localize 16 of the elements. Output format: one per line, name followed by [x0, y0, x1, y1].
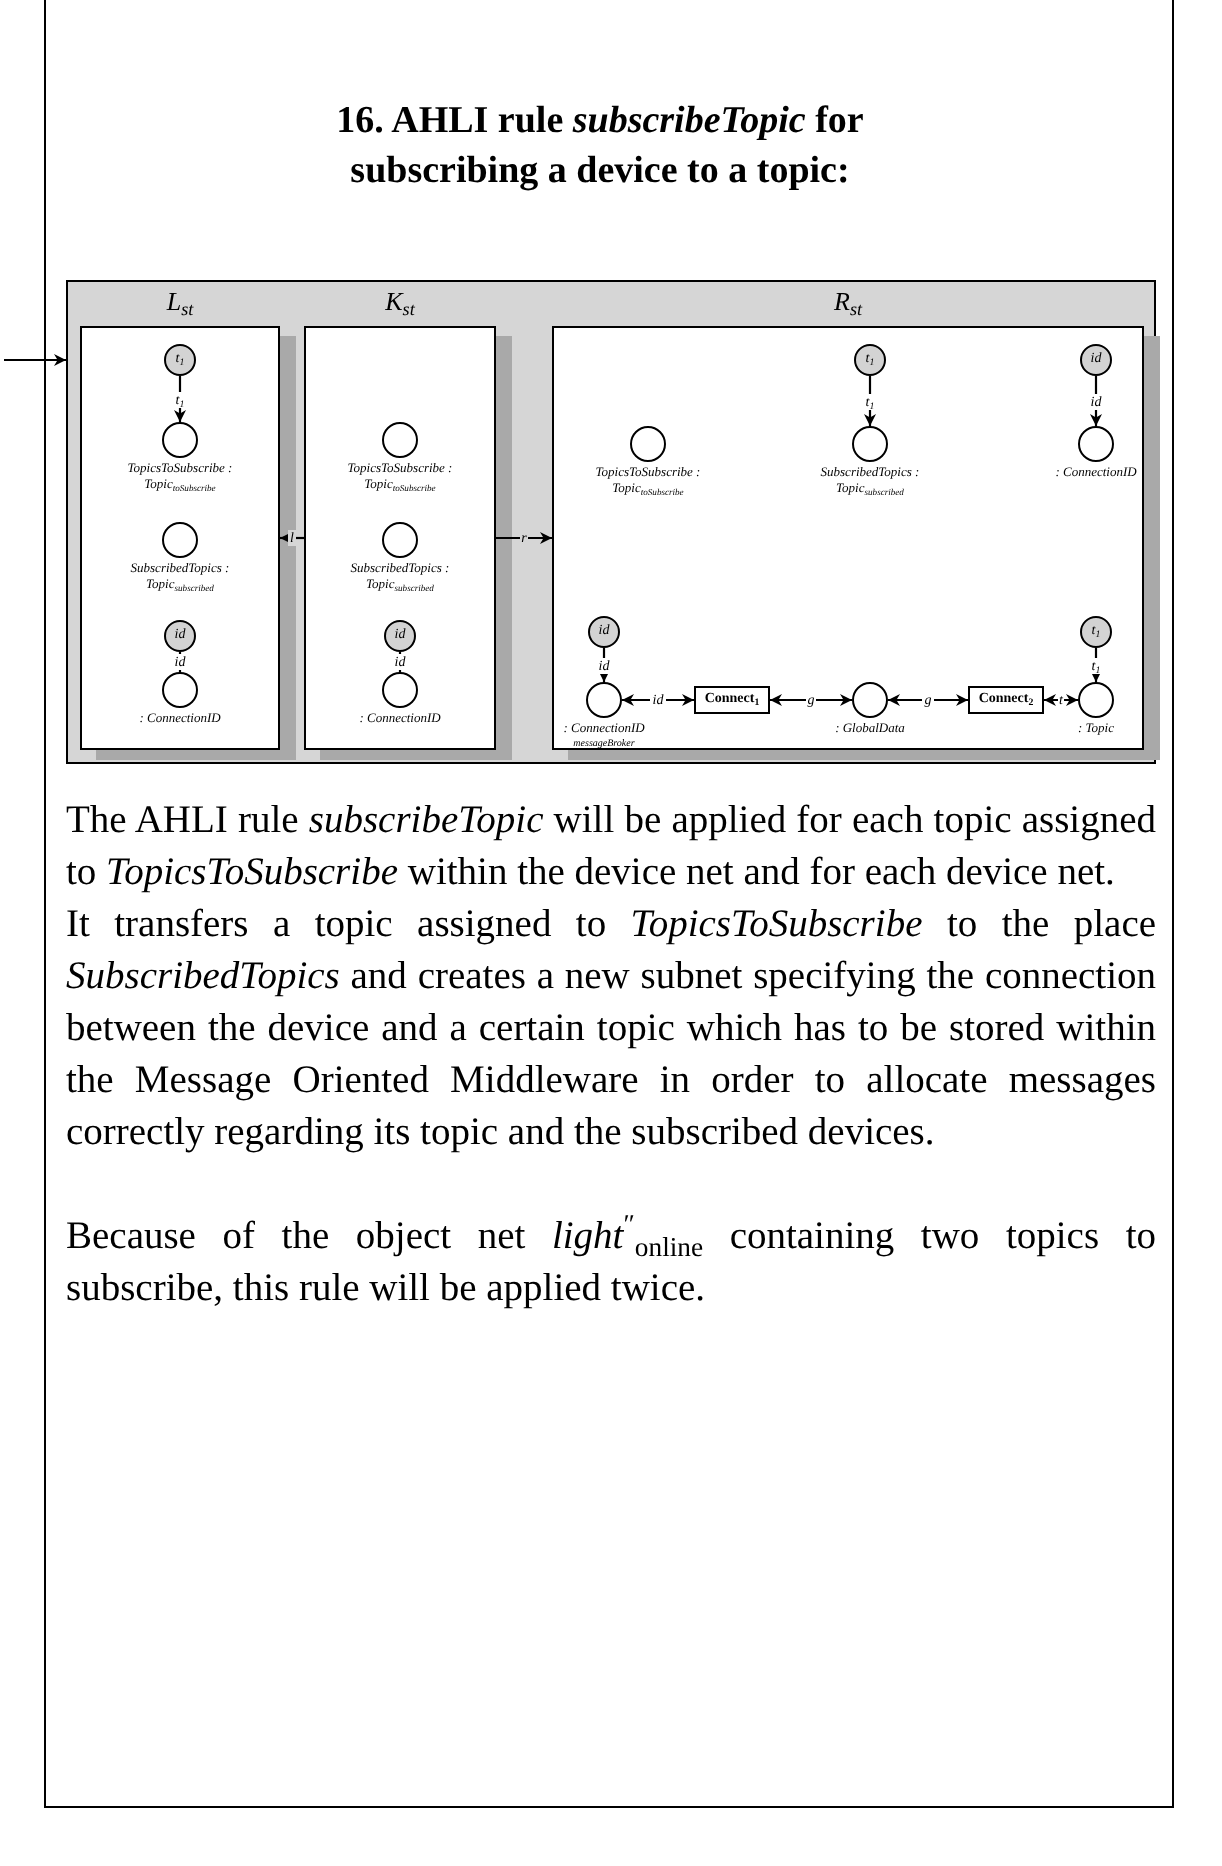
- paragraph: The AHLI rule subscribeTopic will be applied for each topic assigned to TopicsToSubscribe within the device net and for each device net.: [66, 798, 1156, 898]
- panel-heading: R$_{st}$: [831, 286, 865, 318]
- arc-arrow: [174, 376, 186, 422]
- rule-panel: [66, 280, 1156, 764]
- arc-arrow: [1090, 648, 1102, 682]
- title: 16. AHLI rule subscribeTopic for subscribing a device to a topic:: [334, 98, 866, 196]
- paragraph: Because of the object net light$^{″}$$_{online}$ containing two topics to subscribe, this rule will be applied twice.: [66, 1212, 1156, 1314]
- arc-arrow: [770, 694, 852, 706]
- arc-arrow: [864, 376, 876, 426]
- arc-arrow: [496, 532, 552, 544]
- paragraph: It transfers a topic assigned to TopicsToSubscribe to the place SubscribedTopics and creates a new subnet specifying the connection between the device and a certain topic which has to be stored within the Message Oriented Middleware in order to allocate messages correctly regarding its topic and the subscribed devices.: [66, 902, 1156, 1158]
- panel-heading: K$_{st}$: [383, 286, 417, 318]
- panel-heading: L$_{st}$: [164, 286, 196, 318]
- arc-arrow: [888, 694, 968, 706]
- arc-arrow: [4, 354, 66, 366]
- arc-arrow: [1044, 694, 1078, 706]
